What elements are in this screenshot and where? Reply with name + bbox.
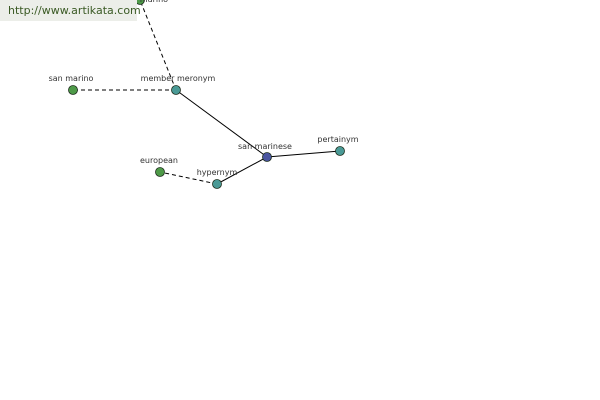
url-banner[interactable]: http://www.artikata.com	[0, 0, 141, 21]
label-marino[interactable]: marino	[140, 0, 168, 4]
label-layer: san marinese member meronym san marino mari…	[49, 0, 359, 177]
edge-hypernym-european	[159, 171, 218, 185]
edge-san-marinese-member-meronym	[175, 89, 268, 158]
node-san-marinese[interactable]	[262, 152, 272, 162]
label-member-meronym[interactable]: member meronym	[141, 74, 216, 83]
edge-san-marinese-pertainym	[266, 150, 341, 158]
site-url[interactable]: http://www.artikata.com	[8, 4, 141, 17]
label-san-marinese[interactable]: san marinese	[238, 142, 292, 151]
edge-layer	[73, 0, 341, 185]
edge-san-marinese-hypernym	[216, 156, 268, 185]
node-member-meronym[interactable]	[171, 85, 181, 95]
node-hypernym[interactable]	[212, 179, 222, 189]
label-san-marino[interactable]: san marino	[49, 74, 94, 83]
node-european[interactable]	[155, 167, 165, 177]
label-hypernym[interactable]: hypernym	[197, 168, 238, 177]
node-layer	[68, 0, 345, 189]
edge-member-meronym-marino	[139, 0, 177, 91]
label-european[interactable]: european	[140, 156, 178, 165]
node-pertainym[interactable]	[335, 146, 345, 156]
label-pertainym[interactable]: pertainym	[317, 135, 358, 144]
node-san-marino[interactable]	[68, 85, 78, 95]
node-marino[interactable]	[135, 0, 145, 5]
